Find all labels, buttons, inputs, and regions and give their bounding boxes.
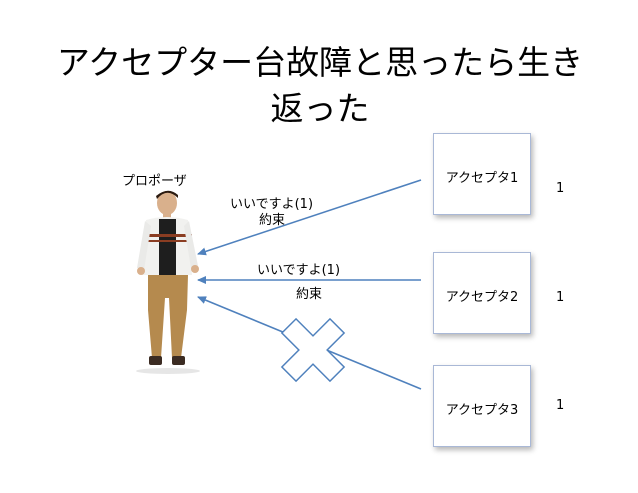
- acceptor-1-label: アクセプタ1: [445, 171, 519, 186]
- slide-title-line-2: 返った: [270, 89, 370, 128]
- slide-title: アクセプター台故障と思ったら生き 返った: [30, 40, 610, 132]
- acceptor-box-2: アクセプタ2: [433, 252, 531, 334]
- acceptor-2-label: アクセプタ2: [445, 290, 519, 305]
- cross-mark-icon: [280, 317, 346, 383]
- acceptor-box-1: アクセプタ1: [433, 133, 531, 215]
- message-1-promise: 約束: [259, 213, 286, 228]
- proposer-label: プロポーザ: [122, 174, 187, 189]
- arrow-acceptor1-to-proposer: [197, 179, 422, 256]
- acceptor-2-value: 1: [556, 290, 565, 305]
- slide-title-line-1: アクセプター台故障と思ったら生き: [56, 43, 584, 82]
- message-1-text: いいですよ(1): [230, 197, 314, 212]
- message-2-text: いいですよ(1): [257, 263, 341, 278]
- acceptor-3-value: 1: [556, 398, 565, 413]
- acceptor-3-label: アクセプタ3: [445, 403, 519, 418]
- acceptor-box-3: アクセプタ3: [433, 365, 531, 447]
- message-2-promise: 約束: [296, 287, 323, 302]
- proposer-person-image: [136, 190, 200, 374]
- acceptor-1-value: 1: [556, 181, 565, 196]
